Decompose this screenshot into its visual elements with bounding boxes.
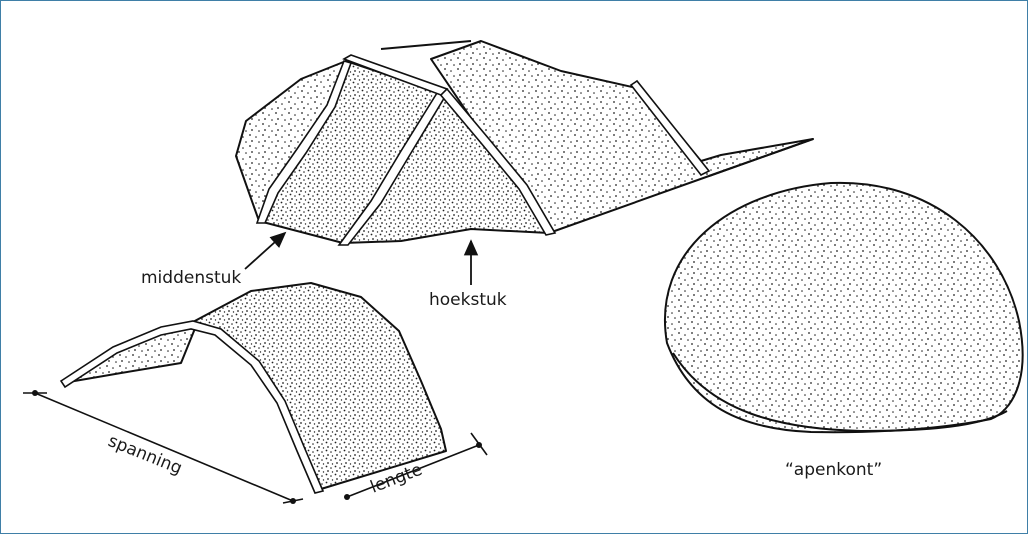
dome-surface [665,183,1023,432]
spanning-line [35,393,293,501]
label-middenstuk: middenstuk [141,268,241,288]
dome-apenkont [665,183,1023,432]
label-apenkont: “apenkont” [785,460,882,480]
middenstuk-arrow [245,233,285,269]
barrel-vault [61,283,446,493]
spanning-dimension: spanning [23,390,303,504]
label-hoekstuk-group: hoekstuk [429,241,507,310]
vault-top-edge [381,41,471,49]
vault-assembly [236,41,813,245]
barrel-top-surface [191,283,446,489]
label-hoekstuk: hoekstuk [429,290,507,310]
label-middenstuk-group: middenstuk [141,233,285,288]
